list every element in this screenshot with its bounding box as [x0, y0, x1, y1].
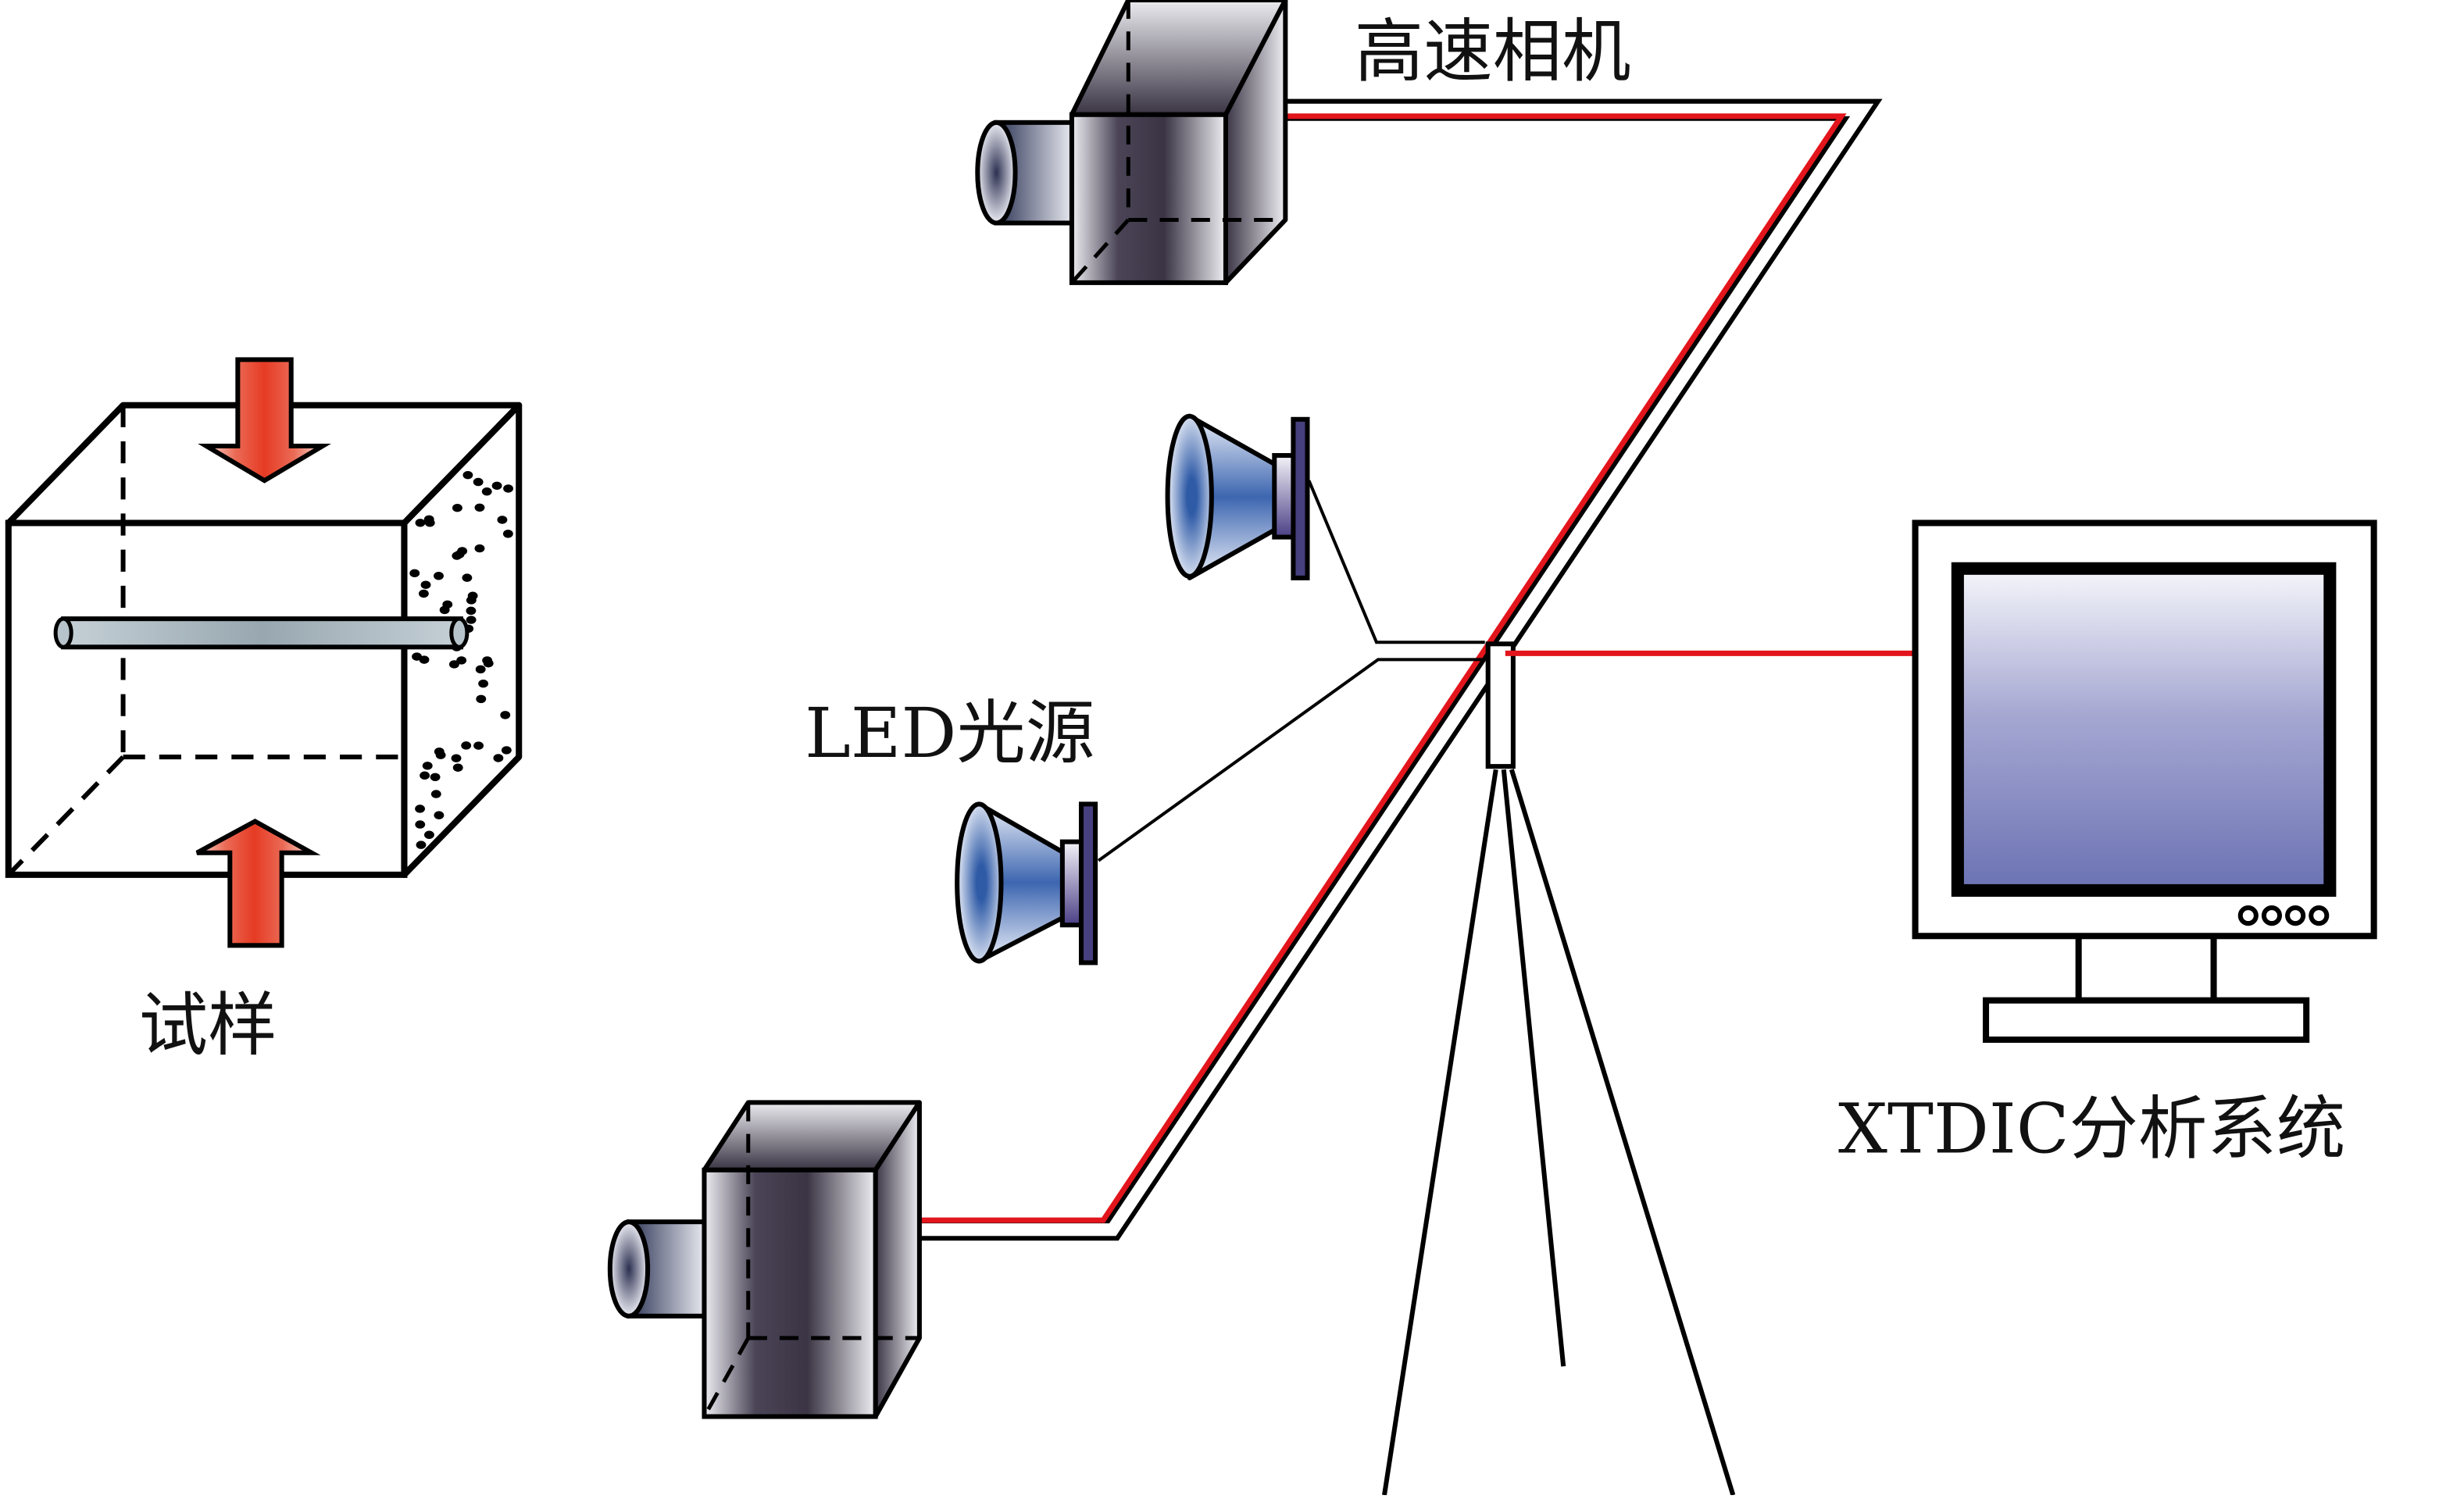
analysis-system-label: XTDIC分析系统 — [1838, 1089, 2345, 1169]
monitor — [1912, 519, 2377, 1043]
lens-icon — [975, 120, 1077, 226]
speckle-dot — [420, 580, 431, 589]
speckle-dot — [467, 591, 478, 601]
speckle-dot — [466, 606, 477, 616]
speckle-dot — [501, 746, 512, 755]
camera-cable — [919, 98, 1883, 1241]
specimen-front-face — [5, 519, 408, 878]
speckle-dot — [476, 694, 487, 704]
speckle-dot — [456, 656, 467, 665]
monitor-base — [1983, 997, 2310, 1043]
load-arrow-up — [195, 819, 321, 948]
speckle-dot — [474, 544, 485, 553]
speckle-dot — [448, 660, 459, 669]
embedded-rod — [53, 616, 470, 650]
speckle-dot — [422, 762, 433, 770]
speckle-dot — [474, 503, 485, 512]
speckle-dot — [491, 481, 502, 491]
speckle-dot — [430, 773, 441, 782]
speckle-dot — [434, 811, 445, 819]
speckle-dot — [423, 830, 434, 840]
speckle-dot — [461, 741, 472, 750]
speckle-dot — [462, 573, 473, 582]
speckle-dot — [419, 655, 430, 664]
monitor-screen — [1951, 562, 2337, 897]
speckle-dot — [416, 841, 427, 849]
specimen-label: 试样 — [139, 985, 277, 1065]
speckle-dot — [466, 616, 477, 624]
speckle-dot — [415, 519, 426, 527]
specimen: 试样 — [5, 357, 523, 1065]
led-light-top — [1165, 413, 1310, 580]
speckle-dot — [434, 572, 444, 580]
speckle-dot — [439, 605, 450, 615]
speckle-dot — [418, 589, 429, 598]
lens-icon — [607, 1219, 710, 1319]
speckle-dot — [415, 820, 426, 829]
camera-top — [975, 0, 1288, 285]
speckle-dot — [475, 665, 486, 674]
speckle-dot — [462, 470, 473, 480]
speckle-dot — [409, 569, 420, 578]
tripod-head — [1485, 641, 1516, 769]
speckle-dot — [503, 484, 513, 493]
speckle-dot — [452, 503, 462, 512]
monitor-buttons — [2237, 905, 2330, 926]
led-label: LED光源 — [805, 693, 1095, 773]
speckle-dot — [482, 656, 493, 665]
speckle-dot — [481, 487, 492, 496]
speckle-dot — [473, 477, 484, 487]
speckle-dot — [497, 516, 508, 524]
speckle-dot — [478, 679, 489, 688]
speckle-dot — [452, 763, 463, 772]
speckle-dot — [415, 805, 426, 813]
speckle-dot — [423, 515, 434, 524]
speckle-dot — [493, 754, 504, 762]
speckle-dot — [430, 790, 441, 798]
led-wires — [1097, 480, 1485, 862]
speckle-dot — [434, 748, 445, 756]
tripod — [1382, 641, 1736, 1496]
led-light-bottom — [955, 801, 1098, 965]
speckle-dot — [502, 530, 513, 538]
speckle-dot — [420, 771, 430, 780]
speckle-dot — [451, 754, 462, 762]
camera-label: 高速相机 — [1355, 12, 1631, 92]
load-arrow-down — [198, 357, 331, 484]
speckle-dot — [473, 741, 484, 750]
camera-bottom — [607, 1100, 922, 1419]
speckle-dot — [500, 711, 511, 719]
speckle-dot — [412, 652, 422, 661]
speckle-dot — [454, 550, 465, 559]
